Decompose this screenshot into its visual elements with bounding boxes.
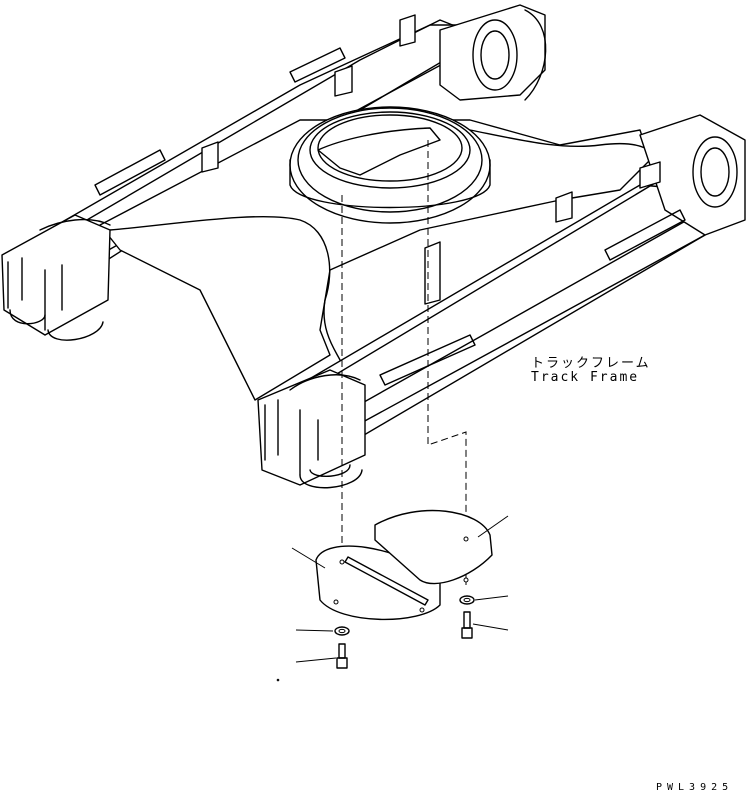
part-name-jp-label: トラックフレーム [531,356,651,371]
swing-circle-mount [289,106,491,224]
hidden-leader-right [427,140,467,585]
drawing-code: PWL3925 [656,782,734,793]
part-name-en-label: Track Frame [531,370,640,385]
washer-left [334,626,350,636]
bolt-left [336,643,348,669]
washer-right [459,595,475,605]
bolt-right [461,611,473,639]
track-frame-body [1,4,746,489]
callout-leaders [276,515,509,682]
frame-brackets [39,14,686,391]
cover-plate-right [374,509,493,585]
